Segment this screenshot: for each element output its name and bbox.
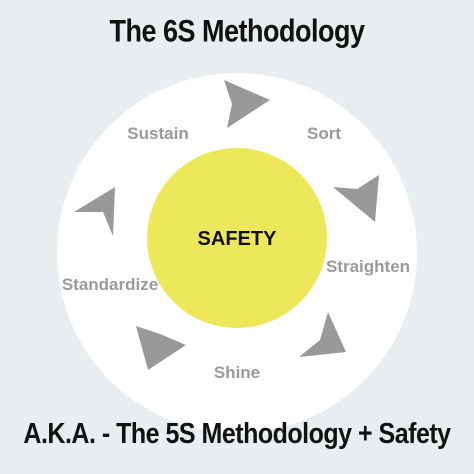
stage-label-sort: Sort xyxy=(307,124,341,143)
stage-label-shine: Shine xyxy=(214,363,260,382)
arrow-down-left-icon xyxy=(299,312,346,357)
stage-label-standardize: Standardize xyxy=(62,275,158,294)
center-circle xyxy=(147,148,327,328)
arrow-right-icon xyxy=(224,80,270,128)
diagram-title: The 6S Methodology xyxy=(109,13,365,49)
arrow-up-left-icon xyxy=(74,187,115,236)
arrow-down-right-icon xyxy=(333,175,379,222)
diagram-subtitle: A.K.A. - The 5S Methodology + Safety xyxy=(23,417,451,451)
cycle-arrows xyxy=(74,80,379,370)
stage-label-sustain: Sustain xyxy=(127,124,188,143)
stage-label-straighten: Straighten xyxy=(326,257,410,276)
arrow-left-icon xyxy=(136,326,186,370)
center-label: SAFETY xyxy=(198,228,278,250)
